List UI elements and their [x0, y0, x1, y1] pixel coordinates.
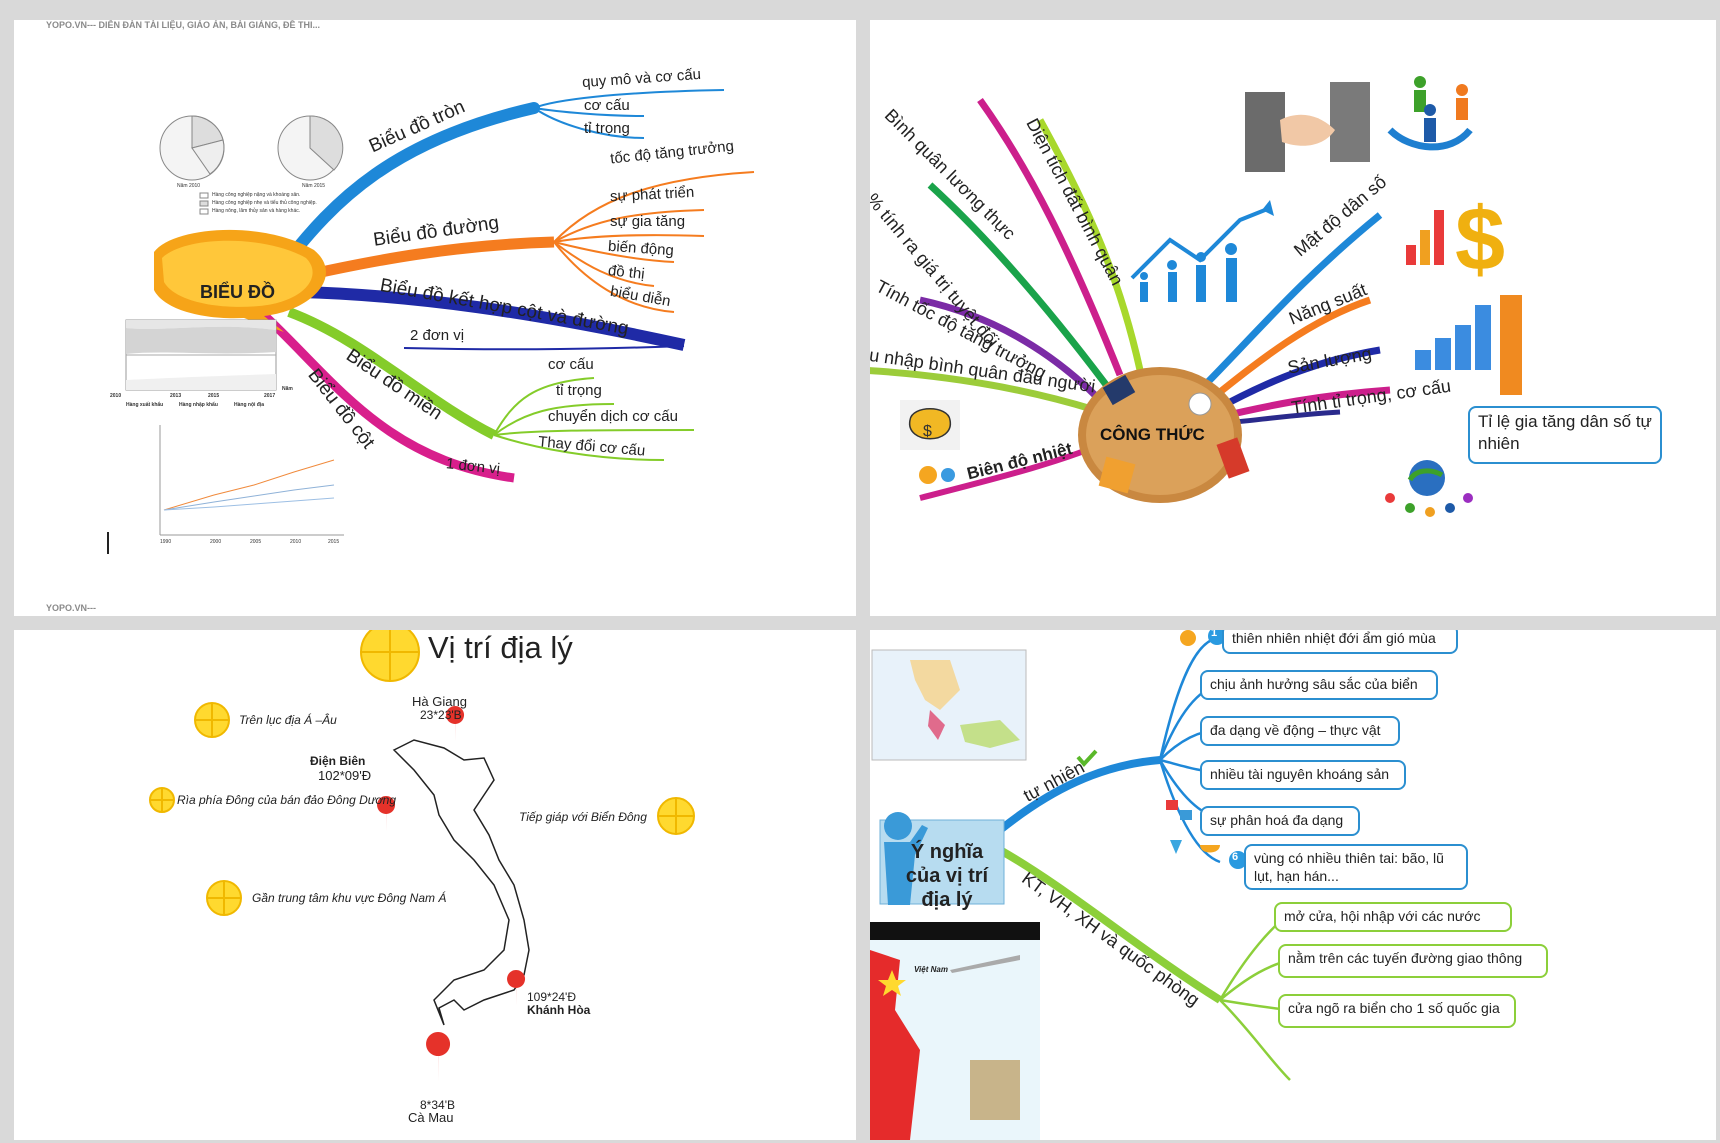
kt-item: nằm trên các tuyến đường giao thông [1278, 944, 1548, 978]
duong-item: sự gia tăng [610, 213, 686, 230]
text-cursor [107, 532, 109, 554]
area-year: 2017 [264, 393, 276, 399]
center-title: Ý nghĩa của vị trí địa lý [905, 841, 989, 911]
vietnam-map [149, 630, 695, 1082]
coordinate: 8*34'B [420, 1098, 455, 1112]
center-title: CÔNG THỨC [1100, 425, 1205, 444]
slide-header: YOPO.VN--- DIỄN ĐÀN TÀI LIỆU, GIÁO ÁN, B… [46, 20, 321, 30]
formula-box: Tỉ lệ gia tăng dân số tự nhiên [1468, 406, 1662, 464]
tron-item: tỉ trọng [584, 120, 630, 137]
item-number: 6 [1232, 851, 1239, 863]
coordinate: 23*23'B [420, 708, 462, 722]
svg-text:$: $ [923, 423, 932, 440]
tron-item: cơ cấu [584, 97, 630, 114]
place-name: Cà Mau [408, 1110, 454, 1125]
tn-item: sự phân hoá đa dạng [1200, 806, 1360, 836]
location-item: Tiếp giáp với Biển Đông [519, 810, 647, 824]
coordinate: 109*24'Đ [527, 990, 576, 1004]
place-name: Điện Biên [310, 754, 366, 768]
pie-year-label: Năm 2015 [302, 183, 326, 189]
line-year: 1990 [160, 539, 172, 545]
line-year: 2010 [290, 539, 302, 545]
area-year: 2013 [170, 393, 182, 399]
mien-item: tỉ trọng [556, 382, 602, 399]
location-item: Trên lục địa Á –Âu [239, 713, 337, 727]
coordinate: 102*09'Đ [318, 768, 372, 783]
item-number: 1 [1211, 630, 1218, 639]
area-legend-item: Hàng xuất khẩu [126, 402, 164, 408]
area-legend-item: Hàng nội địa [234, 402, 264, 408]
area-year: 2010 [110, 393, 122, 399]
tn-item: chịu ảnh hưởng sâu sắc của biển [1200, 670, 1438, 700]
slide-cong-thuc[interactable]: $ $ CÔNG THỨC Bình quân lương thực Diện … [870, 20, 1716, 616]
kethop-item: 2 đơn vị [410, 327, 465, 344]
svg-text:$: $ [1455, 190, 1505, 290]
location-item: Gần trung tâm khu vực Đông Nam Á [252, 891, 447, 905]
pie-legend-item: Hàng công nghiệp nhẹ và tiểu thủ công ng… [212, 200, 317, 206]
mindmap-bieu-do [154, 89, 755, 483]
pie-legend-item: Hàng nông, lâm thủy sản và hàng khác. [212, 208, 301, 214]
area-legend-item: Hàng nhập khẩu [179, 402, 218, 408]
page-title: Vị trí địa lý [428, 630, 573, 665]
mien-item: cơ cấu [548, 356, 594, 373]
line-year: 2015 [328, 539, 340, 545]
location-item: Rìa phía Đông của bán đảo Đông Dương [177, 793, 397, 807]
area-year: 2015 [208, 393, 220, 399]
pie-legend-item: Hàng công nghiệp nặng và khoáng sản. [212, 192, 301, 198]
place-name: Khánh Hòa [527, 1003, 591, 1017]
mien-item: chuyển dịch cơ cấu [548, 408, 678, 425]
map-label: Việt Nam [914, 965, 948, 974]
tn-item: vùng có nhiều thiên tai: bão, lũ lụt, hạ… [1244, 844, 1468, 890]
line-year: 2000 [210, 539, 222, 545]
tn-item: đa dạng về động – thực vật [1200, 716, 1400, 746]
slide-bieu-do[interactable]: YOPO.VN--- DIỄN ĐÀN TÀI LIỆU, GIÁO ÁN, B… [14, 20, 856, 616]
kt-item: cửa ngõ ra biển cho 1 số quốc gia [1278, 994, 1516, 1028]
tn-item: thiên nhiên nhiệt đới ẩm gió mùa [1222, 630, 1458, 654]
tn-item: nhiều tài nguyên khoáng sản [1200, 760, 1406, 790]
line-year: 2005 [250, 539, 262, 545]
slide-footer: YOPO.VN--- [46, 603, 97, 613]
pie-year-label: Năm 2010 [177, 183, 201, 189]
kt-item: mở cửa, hội nhập với các nước [1274, 902, 1512, 932]
place-name: Hà Giang [412, 694, 467, 709]
area-axis-label: Năm [282, 386, 293, 392]
mindmap-cong-thuc: $ $ [870, 76, 1522, 517]
slide-y-nghia[interactable]: Ý nghĩa của vị trí địa lý tự nhiên KT, V… [870, 630, 1716, 1140]
slide-vi-tri-dia-ly[interactable]: Vị trí địa lý Trên lục địa Á –Âu Rìa phí… [14, 630, 856, 1140]
mindmap-y-nghia [870, 630, 1291, 1140]
center-title: BIỂU ĐỒ [200, 282, 276, 302]
